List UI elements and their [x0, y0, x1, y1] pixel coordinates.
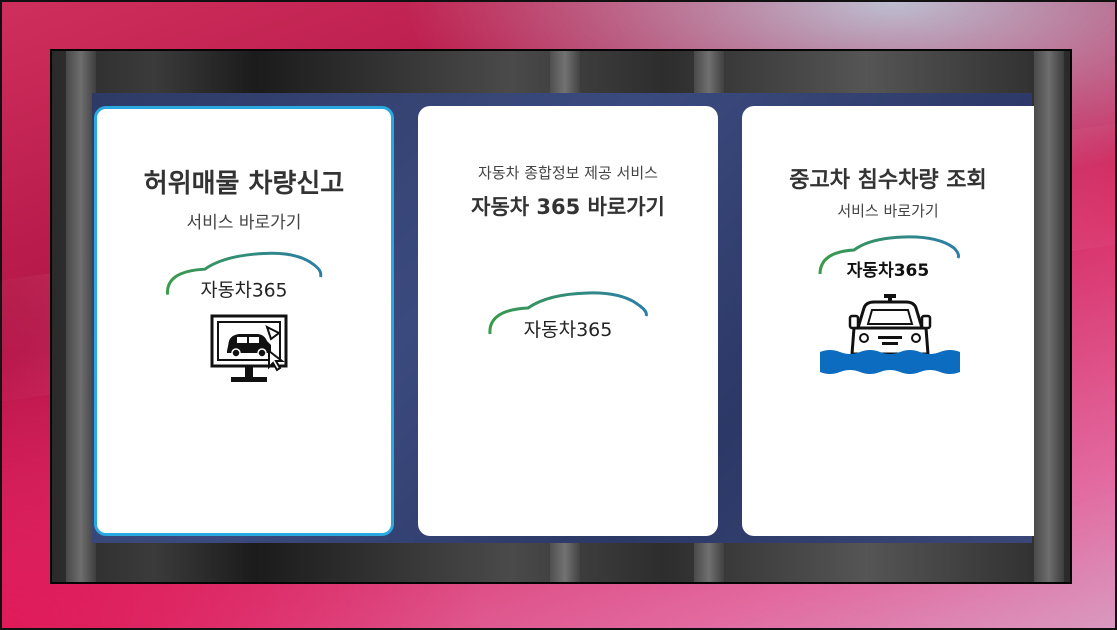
card-subtitle: 자동차 종합정보 제공 서비스	[478, 164, 658, 182]
card-subtitle: 서비스 바로가기	[186, 213, 302, 233]
car365-logo: 자동차365	[488, 291, 648, 341]
card-title: 자동차 365 바로가기	[471, 195, 665, 219]
card-title: 허위매물 차량신고	[143, 169, 345, 199]
background-pillar	[1034, 51, 1064, 582]
bottom-tab[interactable]	[306, 583, 604, 584]
card-car365-shortcut[interactable]: 자동차 종합정보 제공 서비스 자동차 365 바로가기 자동차365	[418, 106, 718, 536]
car365-logo: 자동차365	[818, 235, 960, 281]
card-flooded-car-lookup[interactable]: 중고차 침수차량 조회 서비스 바로가기 자동차365	[742, 106, 1034, 536]
popup-modal: 허위매물 차량신고 서비스 바로가기 자동차365 자동차	[50, 49, 1072, 584]
card-title: 중고차 침수차량 조회	[789, 168, 987, 193]
card-false-listing-report[interactable]: 허위매물 차량신고 서비스 바로가기 자동차365	[94, 106, 394, 536]
background-pillar	[66, 51, 96, 582]
monitor-car-icon	[210, 314, 288, 382]
logo-text: 자동차365	[201, 281, 288, 302]
logo-text: 자동차365	[847, 261, 929, 281]
card-subtitle: 서비스 바로가기	[837, 202, 939, 220]
logo-text: 자동차365	[524, 319, 613, 341]
flooded-car-icon	[820, 294, 960, 374]
car365-logo: 자동차365	[166, 251, 323, 302]
